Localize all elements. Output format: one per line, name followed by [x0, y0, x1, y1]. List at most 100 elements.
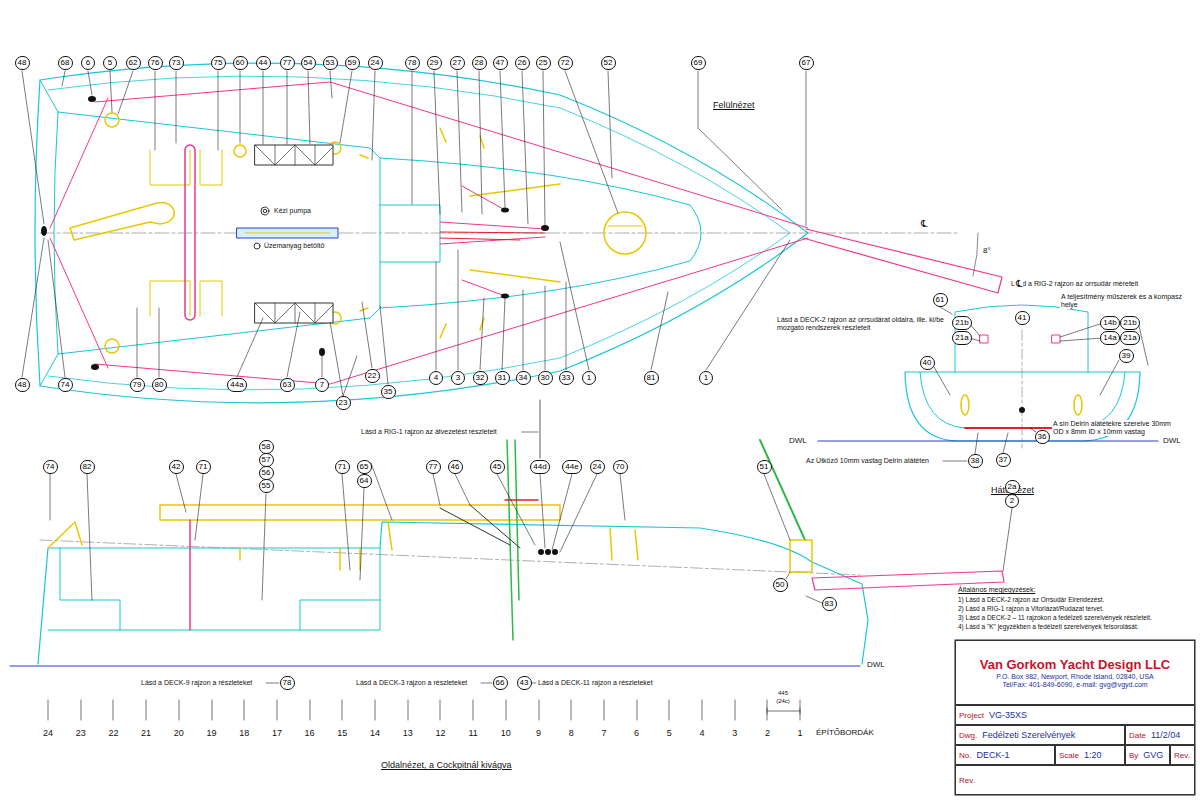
- frame-number: 3: [731, 728, 738, 738]
- forehatch-hinge: [608, 226, 642, 227]
- callout-number: 44d: [530, 460, 550, 474]
- note-heading: Általános megjegyzések:: [957, 586, 1036, 594]
- part-label: A teljesítmény műszerek és a kompasz hel…: [1060, 293, 1194, 309]
- halyard-lines: [440, 232, 545, 240]
- cleat: [319, 348, 325, 356]
- callout-number: 25: [536, 56, 551, 70]
- callout-number: 48: [15, 56, 30, 70]
- callout-number: 78: [280, 676, 295, 690]
- frame-number: 8: [568, 728, 575, 738]
- company-address: P.O. Box 982, Newport, Rhode Island, 028…: [996, 673, 1153, 680]
- callout-number: 51: [757, 460, 772, 474]
- callout-number: 30: [538, 371, 553, 385]
- frame-number: 13: [402, 728, 414, 738]
- forehatch: [604, 212, 646, 254]
- view-title: Felülnézet: [712, 100, 756, 110]
- callout-number: 43: [517, 676, 532, 690]
- frame-number: 15: [336, 728, 348, 738]
- callout-number: 79: [130, 378, 145, 392]
- frame-number: 1: [797, 728, 804, 738]
- hull-deck-outline: [35, 63, 808, 403]
- callout-number: 72: [558, 56, 573, 70]
- winch-pad: [105, 339, 119, 353]
- rear-centerline: [1022, 330, 1023, 448]
- callout-number: 24: [590, 460, 605, 474]
- field-value: VG-35XS: [989, 710, 1027, 720]
- seat-locker: [150, 150, 222, 316]
- callout-number: 23: [336, 396, 351, 410]
- callout-number: 40: [920, 356, 935, 370]
- callout-number: 31: [495, 371, 510, 385]
- callout-number: 47: [493, 56, 508, 70]
- leader-lines: [934, 307, 1148, 461]
- callout-number: 21b: [1120, 316, 1140, 330]
- cleat: [501, 208, 509, 213]
- mainsheet-traveller: [185, 145, 195, 320]
- title-field: ByGVG: [1125, 745, 1170, 765]
- centerline-symbol: ℄: [920, 218, 928, 230]
- callout-number: 21a: [1120, 331, 1140, 345]
- title-field: Project VG-35XS: [955, 705, 1195, 725]
- callout-number: 75: [211, 56, 226, 70]
- field-name: Project: [959, 711, 984, 720]
- rear-fitting: [1074, 395, 1082, 415]
- title-field: Rev.: [955, 765, 1195, 795]
- title-field: Dwg.Fedélzeti Szerelvények: [955, 725, 1125, 745]
- field-name: Scale: [1059, 751, 1079, 760]
- callout-number: 62: [126, 56, 141, 70]
- callout-number: 6: [81, 56, 95, 70]
- callout-number: 81: [644, 371, 659, 385]
- callout-number: 24: [368, 56, 383, 70]
- callout-number: 59: [345, 56, 360, 70]
- callout-number: 34: [516, 371, 531, 385]
- title-block-frame: [955, 640, 1195, 795]
- frame-number: 17: [271, 728, 283, 738]
- reference-note: Lásd a DECK-9 rajzon a részleteket: [140, 679, 253, 687]
- frame-number: 9: [535, 728, 542, 738]
- frame-number: 21: [140, 728, 152, 738]
- field-value: 1:20: [1084, 750, 1102, 760]
- angle-arc: [973, 233, 978, 276]
- callout-number: 41: [1015, 311, 1030, 325]
- winch-pad: [234, 145, 246, 157]
- frame-number: 4: [698, 728, 705, 738]
- callout-number: 74: [43, 460, 58, 474]
- callout-number: 77: [426, 460, 441, 474]
- part-label: Üzemanyag betöltő: [263, 242, 325, 250]
- callout-number: 67: [799, 56, 814, 70]
- mainsheet: [189, 520, 191, 630]
- field-name: Rev.: [1174, 751, 1190, 760]
- frame-number: 2: [764, 728, 771, 738]
- callout-number: 44: [256, 56, 271, 70]
- pump-symbol: [263, 209, 267, 213]
- callout-number: 68: [58, 56, 73, 70]
- leader-lines: [22, 71, 806, 396]
- top-view: [22, 63, 1002, 403]
- sheer-reference: [40, 540, 860, 575]
- pump-handle: [245, 233, 330, 234]
- field-value: DECK-1: [976, 750, 1009, 760]
- callout-number: 36: [1035, 430, 1050, 444]
- side-view: [10, 400, 1012, 720]
- frame-number: 24: [42, 728, 54, 738]
- callout-number: 52: [601, 56, 616, 70]
- winch-cover-detail: [255, 303, 333, 323]
- leader-lines: [50, 432, 1012, 683]
- callout-number: 57: [259, 453, 274, 467]
- pulpit: [790, 540, 812, 572]
- deck-fittings: [48, 522, 638, 570]
- field-value: Fedélzeti Szerelvények: [982, 730, 1075, 740]
- winch-pad: [105, 113, 119, 127]
- dimension: 445: [777, 690, 789, 697]
- callout-number: 83: [822, 597, 837, 611]
- bowsprit: [803, 229, 1002, 293]
- cockpit-section: [48, 548, 380, 630]
- callout-number: 71: [196, 460, 211, 474]
- title-field: No.DECK-1: [955, 745, 1055, 765]
- callout-number: 80: [152, 378, 167, 392]
- note-text: 4) Lásd a "K" jegyzékben a fedélzeti sze…: [957, 623, 1140, 630]
- callout-number: 38: [968, 454, 983, 468]
- sheet-lines: [50, 82, 808, 384]
- callout-number: 78: [405, 56, 420, 70]
- callout-number: 14b: [1100, 316, 1120, 330]
